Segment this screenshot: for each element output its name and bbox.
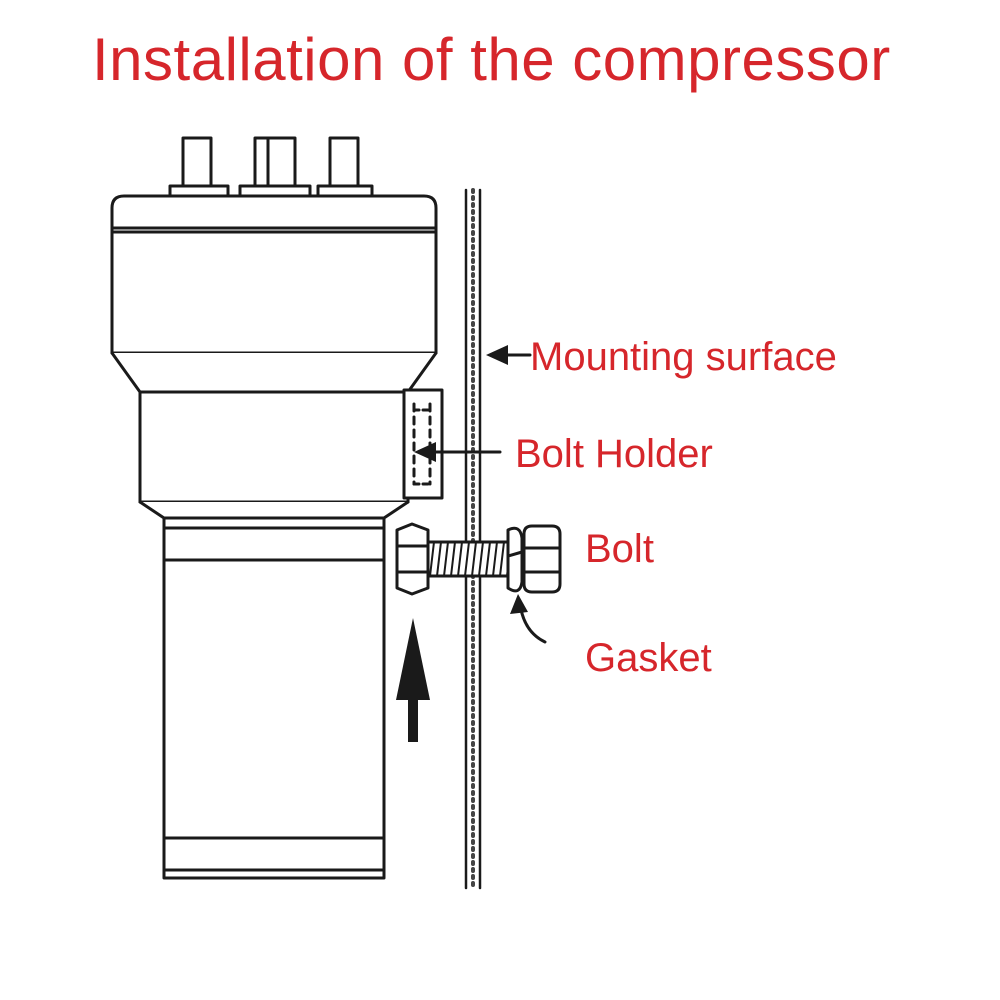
bolt-label: Bolt: [585, 527, 654, 571]
compressor-middle: [138, 390, 410, 520]
top-fittings: [168, 136, 374, 198]
compressor-body: [162, 516, 386, 880]
bolt-assembly: [395, 522, 562, 596]
gasket-label: Gasket: [585, 636, 712, 680]
compressor-head: [110, 194, 438, 394]
mounting-surface-wall: [464, 188, 482, 890]
mounting-surface-arrow: [486, 345, 532, 365]
diagram-title: Installation of the compressor: [92, 26, 891, 93]
bolt-holder-label: Bolt Holder: [515, 432, 713, 476]
bolt-holder-bracket: [402, 388, 444, 500]
mounting-surface-label: Mounting surface: [530, 335, 837, 379]
bolt-holder-arrow: [414, 442, 502, 462]
insertion-up-arrow: [396, 618, 430, 742]
gasket-arrow: [510, 594, 547, 644]
